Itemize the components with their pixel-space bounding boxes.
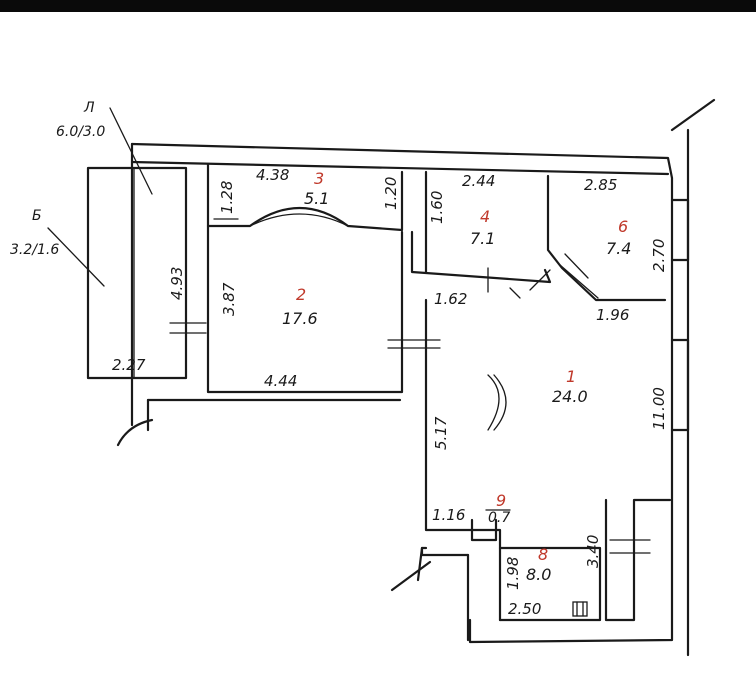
balcony-l-letter: Л — [83, 100, 95, 116]
dim-room6-depth: 2.70 — [650, 239, 668, 272]
room-number: 2 — [296, 285, 306, 304]
dim-room1-height-right: 11.00 — [650, 387, 668, 430]
balcony-b-fraction: 3.2/1.6 — [10, 242, 59, 258]
balcony-strip — [47, 107, 207, 380]
room-number: 6 — [618, 217, 628, 236]
room-area: 0.7 — [488, 510, 510, 526]
room-1-walls — [420, 298, 672, 622]
dim-room4-depth: 1.60 — [428, 191, 446, 224]
dim-room3-depth-left: 1.28 — [218, 181, 236, 214]
room-number: 4 — [480, 207, 490, 226]
dim-room6-width: 2.85 — [584, 176, 617, 194]
room-number: 9 — [496, 491, 506, 510]
balcony-b-letter: Б — [32, 208, 42, 224]
dim-room4-width: 2.44 — [462, 172, 495, 190]
dim-room8-height-right: 3.40 — [584, 535, 602, 568]
top-dark-bar — [0, 0, 756, 12]
room-area: 8.0 — [526, 565, 551, 584]
dim-room6-bottom: 1.96 — [596, 306, 629, 324]
dim-room2-width: 4.44 — [264, 372, 297, 390]
dim-room1-height-left: 5.17 — [432, 416, 450, 450]
room-number: 8 — [538, 545, 548, 564]
room-4-walls — [410, 170, 552, 299]
dim-balcony-width: 2.27 — [112, 356, 146, 374]
dim-room3-width: 4.38 — [256, 166, 289, 184]
balcony-labels: Л 6.0/3.0 Б 3.2/1.6 — [10, 100, 105, 258]
room-area: 17.6 — [282, 309, 318, 328]
room-number: 3 — [314, 169, 324, 188]
dim-room9-width: 1.16 — [432, 506, 465, 524]
room-number: 1 — [566, 367, 576, 386]
dim-balcony-height: 4.93 — [168, 267, 186, 300]
dim-room8-width: 2.50 — [508, 600, 541, 618]
room-area: 5.1 — [304, 189, 329, 208]
room-area: 24.0 — [552, 387, 588, 406]
room-6-walls — [546, 174, 690, 432]
room-2-walls — [206, 162, 441, 394]
dim-room8-height-left: 1.98 — [504, 557, 522, 590]
room-area: 7.1 — [470, 229, 495, 248]
dimension-labels: 4.93 2.27 3.87 4.44 4.38 1.28 1.20 2.44 … — [112, 166, 668, 618]
room-area: 7.4 — [606, 239, 631, 258]
room-8-9-walls — [390, 509, 651, 622]
room-3-walls — [206, 170, 404, 232]
balcony-l-fraction: 6.0/3.0 — [56, 124, 105, 140]
dim-room2-height: 3.87 — [220, 282, 238, 316]
room-labels: 1 24.0 2 17.6 3 5.1 4 7.1 6 7.4 8 8.0 9 … — [282, 169, 631, 584]
dim-room4-bottom: 1.62 — [434, 290, 467, 308]
dim-room3-depth-right: 1.20 — [382, 177, 400, 210]
